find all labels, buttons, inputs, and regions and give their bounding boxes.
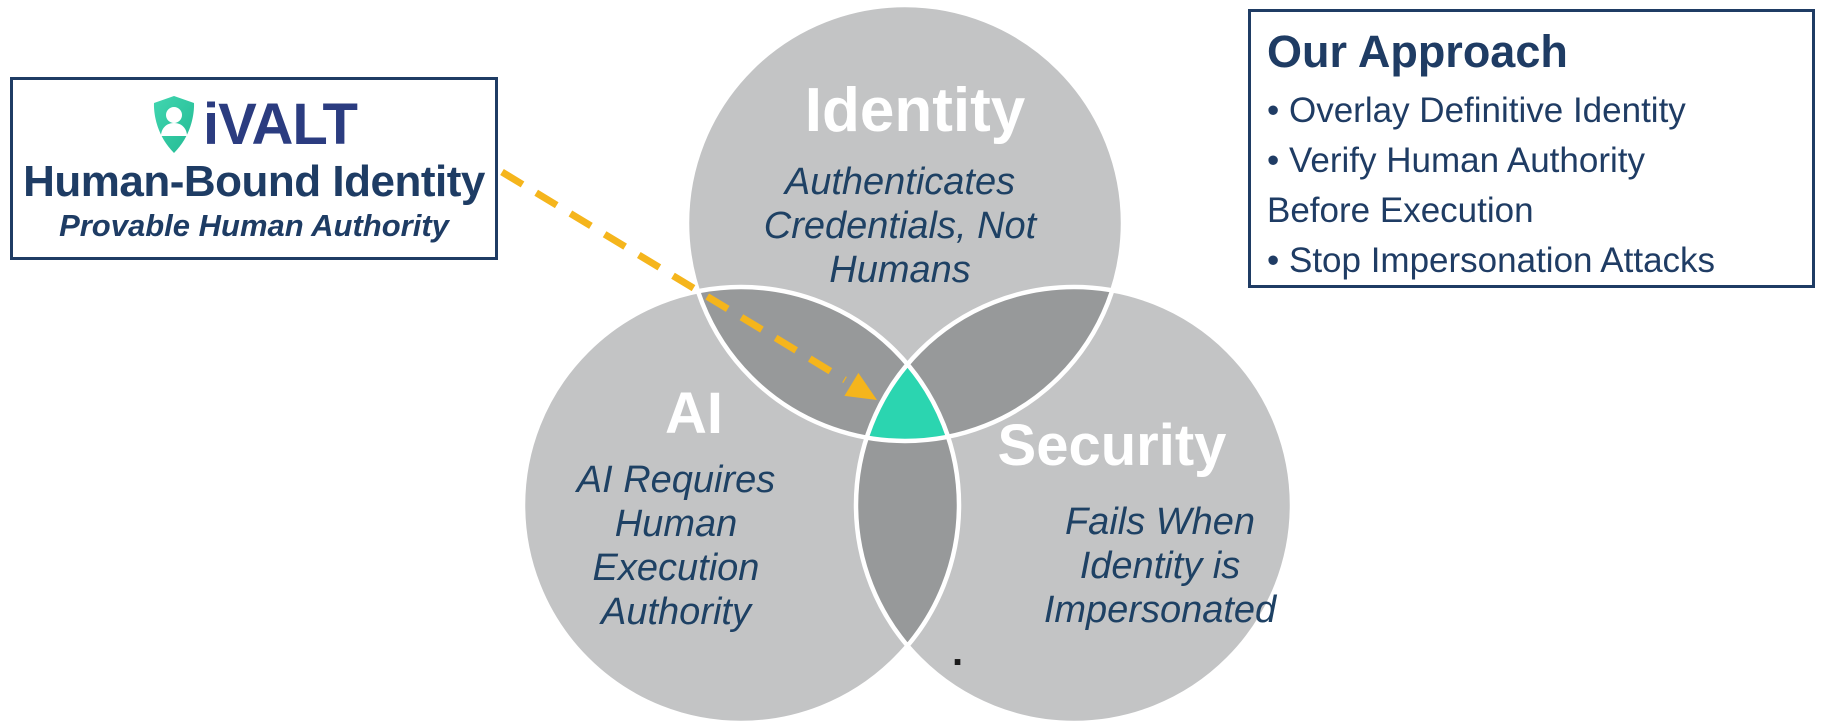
approach-card: Our Approach • Overlay Definitive Identi… [1248, 9, 1815, 288]
approach-card-title: Our Approach [1267, 26, 1568, 77]
security-circle-description: Fails When Identity is Impersonated [1043, 501, 1277, 632]
dashed-arrow-line [500, 169, 847, 383]
identity-circle-description: Authenticates Credentials, Not Humans [763, 161, 1037, 292]
approach-bullet-2: • Verify Human Authority [1267, 140, 1645, 180]
brand-card-title: Human-Bound Identity [23, 157, 485, 207]
security-circle-label: Security [997, 413, 1227, 478]
approach-bullet-1: • Overlay Definitive Identity [1267, 90, 1686, 130]
ai-circle-label: AI [665, 381, 723, 446]
security-circle [856, 287, 1292, 723]
identity-circle-label: Identity [804, 76, 1026, 145]
triple-intersection-triangle [866, 364, 948, 441]
ivalt-logo-text: iVALT [203, 92, 358, 158]
arrow-head-icon [844, 372, 877, 400]
approach-bullet-2-continued: Before Execution [1267, 190, 1534, 230]
ai-circle-description: AI Requires Human Execution Authority [576, 459, 776, 634]
identity-circle [687, 5, 1123, 441]
approach-bullet-3: • Stop Impersonation Attacks [1267, 240, 1716, 280]
shield-user-icon [151, 95, 197, 155]
stray-period: . [952, 630, 964, 674]
ivalt-logo: iVALT [151, 92, 358, 158]
brand-card-subtitle: Provable Human Authority [59, 207, 449, 243]
brand-card: iVALT Human-Bound Identity Provable Huma… [10, 77, 498, 260]
